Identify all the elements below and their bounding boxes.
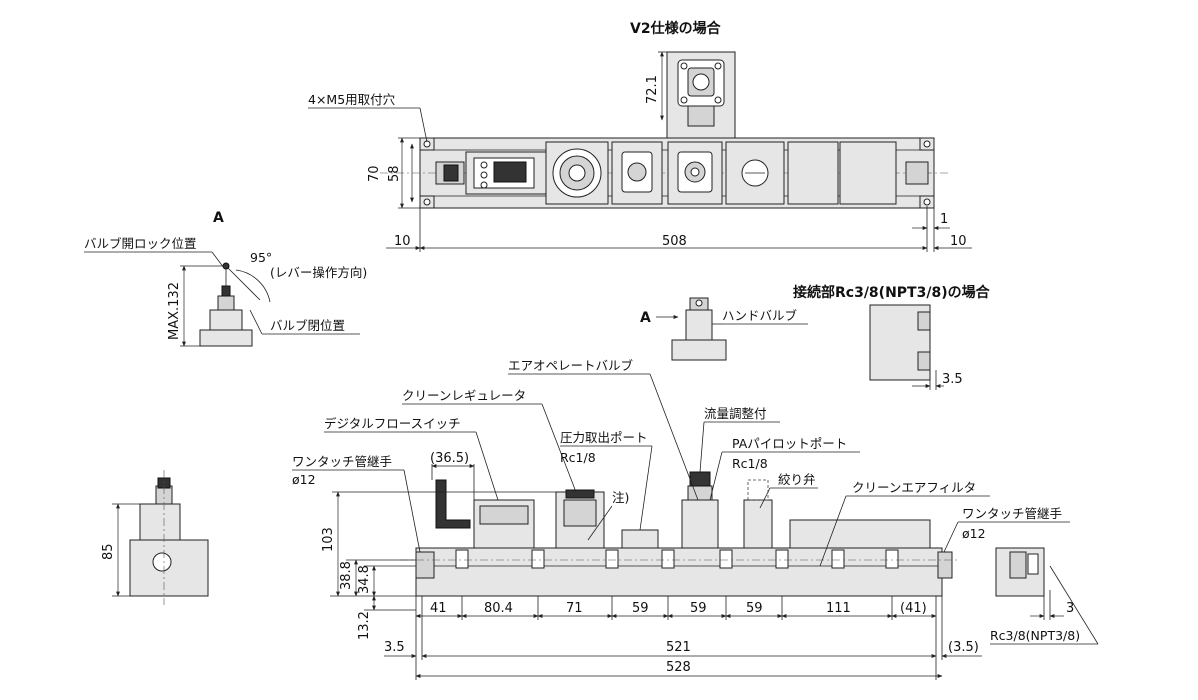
dim-111: 111 bbox=[826, 601, 851, 616]
label-pressure-port: 圧力取出ポート bbox=[560, 430, 648, 445]
v2-detail-view: 72.1 bbox=[645, 51, 736, 139]
dim-80-4: 80.4 bbox=[484, 601, 513, 616]
hand-valve-view: A ハンドバルブ bbox=[640, 297, 808, 361]
dim-3: 3 bbox=[1066, 601, 1074, 616]
view-a-label: A bbox=[213, 210, 224, 226]
side-view: 85 bbox=[101, 470, 209, 605]
label-note: 注) bbox=[612, 490, 629, 505]
dim-103: 103 bbox=[321, 527, 336, 552]
dim-3-5-left: 3.5 bbox=[384, 640, 405, 655]
dim-max132: MAX.132 bbox=[167, 282, 182, 340]
dim-10-left: 10 bbox=[394, 234, 411, 249]
label-flow-adjust: 流量調整付 bbox=[704, 406, 767, 421]
front-view: エアオペレートバルブ クリーンレギュレータ デジタルフロースイッチ ワンタッチ管… bbox=[292, 358, 1070, 680]
dim-58: 58 bbox=[387, 165, 402, 182]
dim-85: 85 bbox=[101, 543, 116, 560]
top-view: 70 58 4×M5用取付穴 10 508 10 1 bbox=[308, 92, 972, 252]
dim-13-2: 13.2 bbox=[357, 611, 372, 640]
dim-34-8: 34.8 bbox=[357, 565, 372, 594]
label-clean-air-filter: クリーンエアフィルタ bbox=[852, 480, 976, 495]
dim-59a: 59 bbox=[632, 601, 649, 616]
dim-41: 41 bbox=[430, 601, 447, 616]
view-a-arrow-label: A bbox=[640, 310, 651, 326]
label-throttle-valve: 絞り弁 bbox=[778, 472, 816, 487]
rc38-heading: 接続部Rc3/8(NPT3/8)の場合 bbox=[793, 284, 991, 301]
label-air-operate-valve: エアオペレートバルブ bbox=[508, 358, 634, 373]
label-clean-regulator: クリーンレギュレータ bbox=[402, 388, 526, 403]
label-lever-direction: (レバー操作方向) bbox=[270, 265, 367, 280]
dim-521: 521 bbox=[666, 640, 691, 655]
dim-1: 1 bbox=[940, 212, 948, 227]
label-valve-lock: バルブ開ロック位置 bbox=[84, 236, 197, 251]
label-pa-pilot-size: Rc1/8 bbox=[732, 456, 768, 471]
valve-a-view: A MAX.132 バルブ開ロック位置 95° (レバー操作方向) バルブ閉位置 bbox=[84, 210, 367, 347]
label-one-touch-left-size: ø12 bbox=[292, 472, 316, 487]
dim-41r: (41) bbox=[900, 601, 927, 616]
label-pa-pilot-port: PAパイロットポート bbox=[732, 436, 847, 451]
dim-36-5: (36.5) bbox=[430, 451, 469, 466]
label-one-touch-right: ワンタッチ管継手 bbox=[962, 506, 1062, 521]
label-pressure-port-size: Rc1/8 bbox=[560, 450, 596, 465]
rc38-detail-view: 3.5 bbox=[869, 304, 963, 390]
angle-95: 95° bbox=[250, 250, 272, 265]
dim-70: 70 bbox=[367, 165, 382, 182]
dim-508: 508 bbox=[662, 234, 687, 249]
dim-10-right: 10 bbox=[950, 234, 967, 249]
label-rc-detail: Rc3/8(NPT3/8) bbox=[990, 628, 1080, 643]
label-one-touch-left: ワンタッチ管継手 bbox=[292, 454, 392, 469]
dim-38-8: 38.8 bbox=[339, 561, 354, 590]
dim-59b: 59 bbox=[690, 601, 707, 616]
dim-3-5-rc: 3.5 bbox=[942, 372, 963, 387]
v2-heading: V2仕様の場合 bbox=[630, 20, 722, 37]
right-fitting-detail: 3 Rc3/8(NPT3/8) bbox=[990, 547, 1099, 645]
dim-71: 71 bbox=[566, 601, 583, 616]
label-hand-valve: ハンドバルブ bbox=[722, 308, 798, 323]
label-digital-flow-switch: デジタルフロースイッチ bbox=[324, 416, 461, 431]
label-one-touch-right-size: ø12 bbox=[962, 526, 986, 541]
dim-3-5-right: (3.5) bbox=[948, 640, 979, 655]
dim-528: 528 bbox=[666, 660, 691, 675]
label-mount-holes: 4×M5用取付穴 bbox=[308, 92, 396, 107]
dim-72-1: 72.1 bbox=[645, 75, 660, 104]
dim-59c: 59 bbox=[746, 601, 763, 616]
label-valve-closed: バルブ閉位置 bbox=[270, 318, 345, 333]
